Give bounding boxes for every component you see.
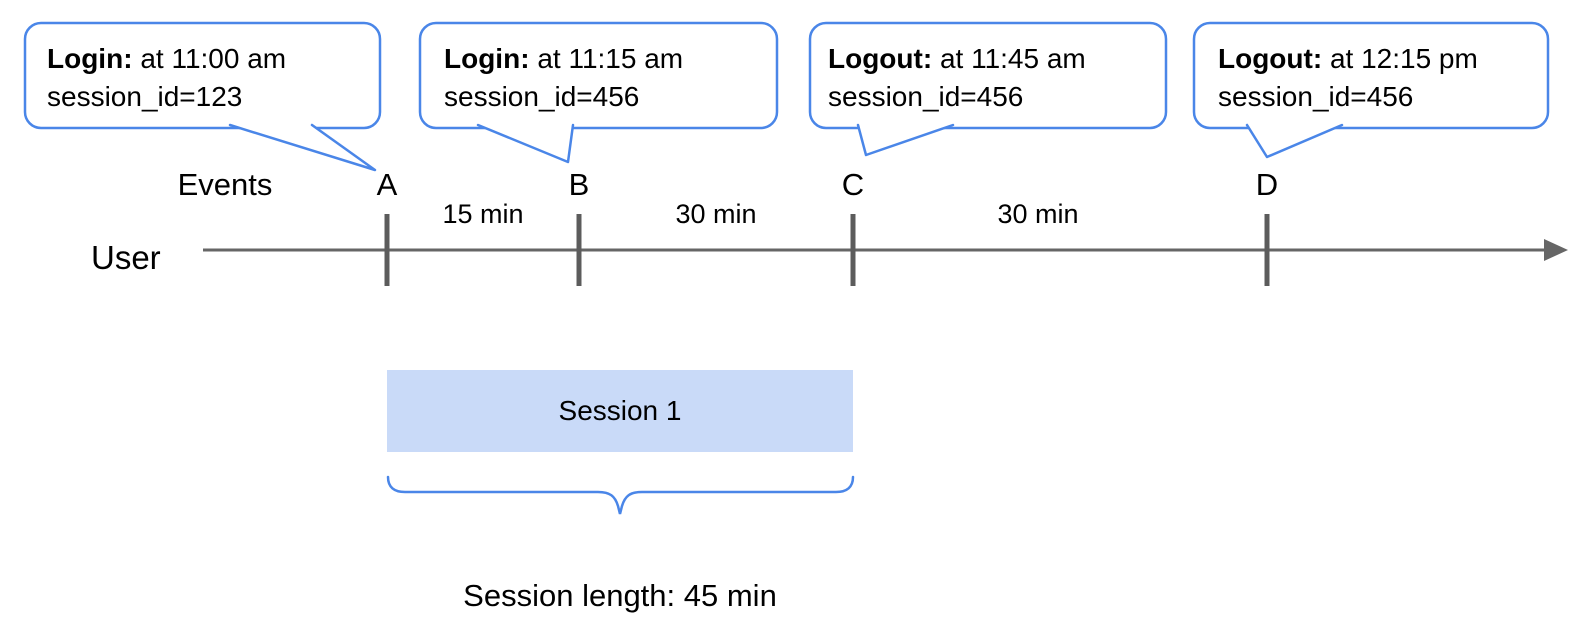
session-length-label: Session length: 45 min bbox=[463, 578, 777, 613]
callout-tail-c bbox=[856, 123, 955, 157]
event-letter-b: B bbox=[568, 167, 590, 202]
event-letter-a: A bbox=[376, 167, 398, 202]
interval-label-c-d: 30 min bbox=[997, 199, 1079, 229]
callout-line-session: session_id=456 bbox=[1218, 81, 1414, 112]
event-time-label: at 11:00 am bbox=[140, 43, 287, 74]
callout-text-c: Logout: at 11:45 am session_id=456 bbox=[828, 40, 1086, 116]
event-type-label: Login: bbox=[444, 43, 530, 74]
callout-text-d: Logout: at 12:15 pm session_id=456 bbox=[1218, 40, 1478, 116]
session-length-brace bbox=[386, 475, 855, 515]
event-time-label: at 11:15 am bbox=[537, 43, 684, 74]
event-type-label: Logout: bbox=[828, 43, 933, 74]
callout-bubble-a bbox=[23, 21, 382, 130]
callout-line-session: session_id=456 bbox=[828, 81, 1024, 112]
event-time-label: at 12:15 pm bbox=[1329, 43, 1478, 74]
callout-text-a: Login: at 11:00 am session_id=123 bbox=[47, 40, 286, 116]
interval-label-a-b: 15 min bbox=[442, 199, 524, 229]
event-type-label: Logout: bbox=[1218, 43, 1323, 74]
callout-line-session: session_id=456 bbox=[444, 81, 640, 112]
callout-line-session: session_id=123 bbox=[47, 81, 243, 112]
user-lane-label: User bbox=[91, 239, 161, 276]
timeline-arrowhead-icon bbox=[1544, 239, 1568, 261]
events-axis-label: Events bbox=[177, 167, 273, 202]
callout-line-event: Logout: at 12:15 pm bbox=[1218, 40, 1478, 78]
event-time-label: at 11:45 am bbox=[939, 43, 1086, 74]
event-type-label: Login: bbox=[47, 43, 133, 74]
callout-bubble-b bbox=[418, 21, 779, 130]
callout-tail-b bbox=[476, 123, 575, 164]
callout-line-event: Login: at 11:15 am bbox=[444, 40, 683, 78]
session-span-box bbox=[387, 370, 853, 452]
callout-tail-d bbox=[1245, 123, 1344, 159]
callout-line-event: Logout: at 11:45 am bbox=[828, 40, 1086, 78]
callout-bubble-c bbox=[808, 21, 1168, 130]
event-letter-c: C bbox=[841, 167, 865, 202]
interval-label-b-c: 30 min bbox=[675, 199, 757, 229]
event-letter-d: D bbox=[1255, 167, 1279, 202]
callout-tail-a bbox=[228, 123, 377, 172]
callout-text-b: Login: at 11:15 am session_id=456 bbox=[444, 40, 683, 116]
session-box-label: Session 1 bbox=[558, 395, 682, 426]
callout-line-event: Login: at 11:00 am bbox=[47, 40, 286, 78]
callout-bubble-d bbox=[1192, 21, 1550, 130]
